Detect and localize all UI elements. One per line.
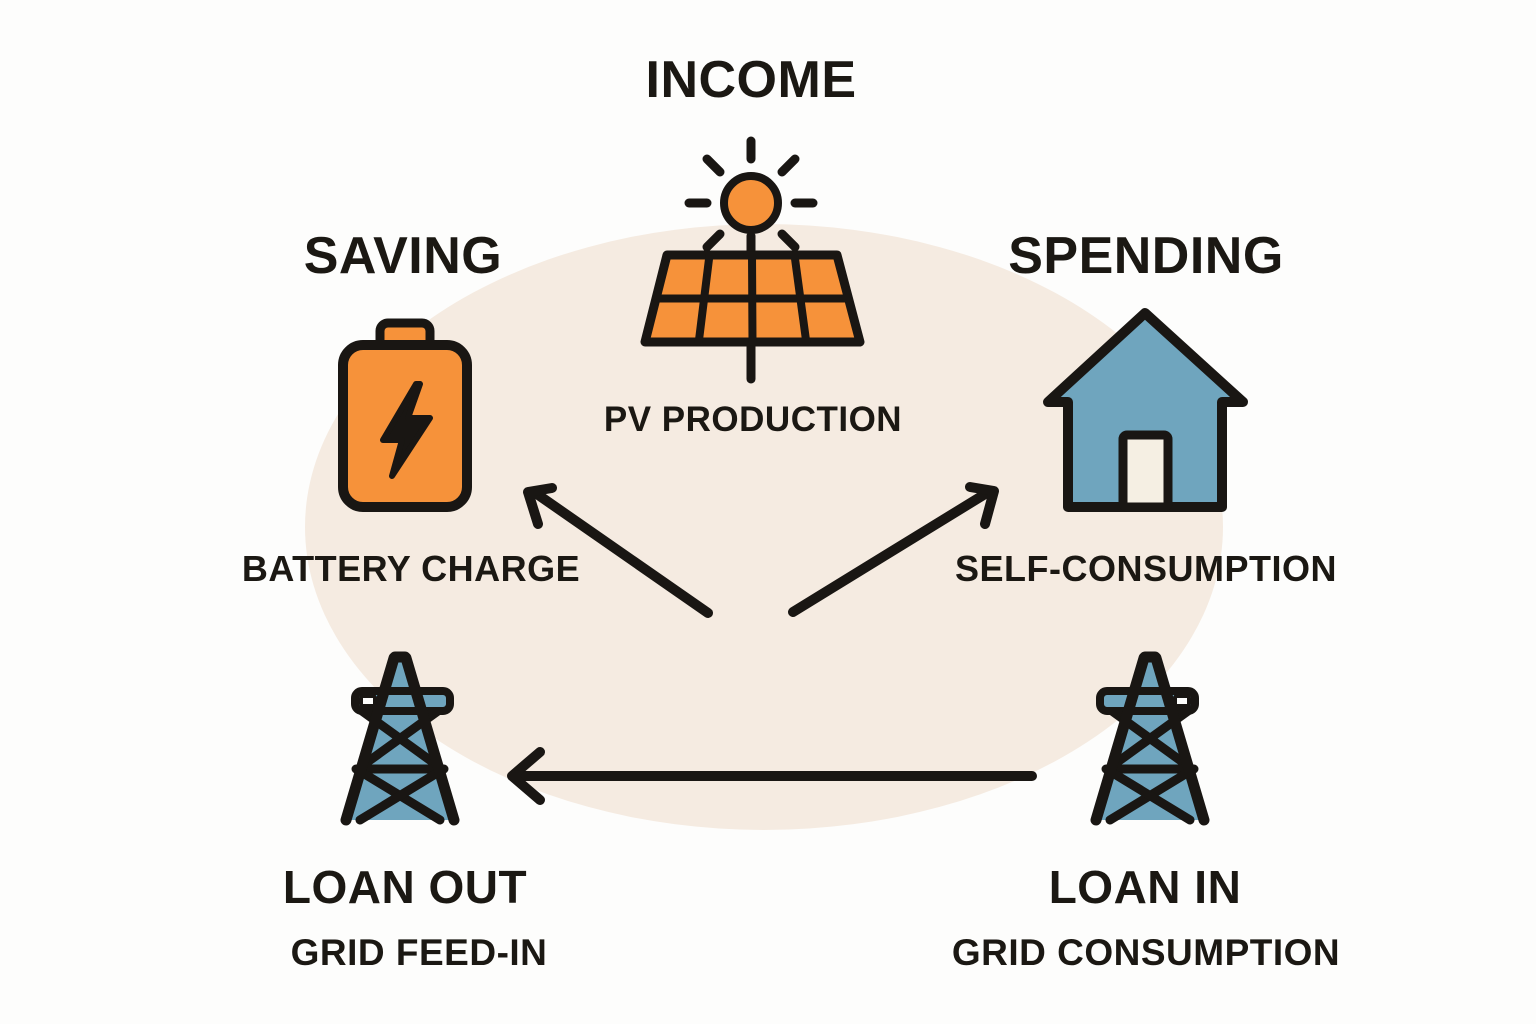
arrow-to-battery — [523, 483, 713, 618]
spending-title: SPENDING — [1008, 227, 1284, 285]
income-title: INCOME — [645, 51, 857, 109]
sun-solar-panel-icon — [640, 136, 865, 384]
pv-production-label: PV PRODUCTION — [603, 400, 903, 439]
transmission-tower-left-icon — [340, 651, 460, 826]
door-icon — [1118, 430, 1173, 512]
grid-consumption-label: GRID CONSUMPTION — [951, 932, 1341, 973]
loan-out-title: LOAN OUT — [282, 861, 528, 913]
arrow-grid-flow — [507, 747, 1037, 805]
arrow-to-house — [788, 482, 999, 617]
loan-in-title: LOAN IN — [1048, 861, 1242, 913]
grid-feed-in-label: GRID FEED-IN — [290, 932, 548, 973]
transmission-tower-right-icon — [1090, 651, 1210, 826]
battery-charge-label: BATTERY CHARGE — [241, 548, 581, 589]
lightning-bolt-icon — [380, 381, 433, 479]
saving-title: SAVING — [303, 227, 503, 285]
self-consumption-label: SELF-CONSUMPTION — [955, 548, 1337, 589]
house-icon — [1043, 308, 1248, 512]
battery-icon — [338, 318, 472, 512]
